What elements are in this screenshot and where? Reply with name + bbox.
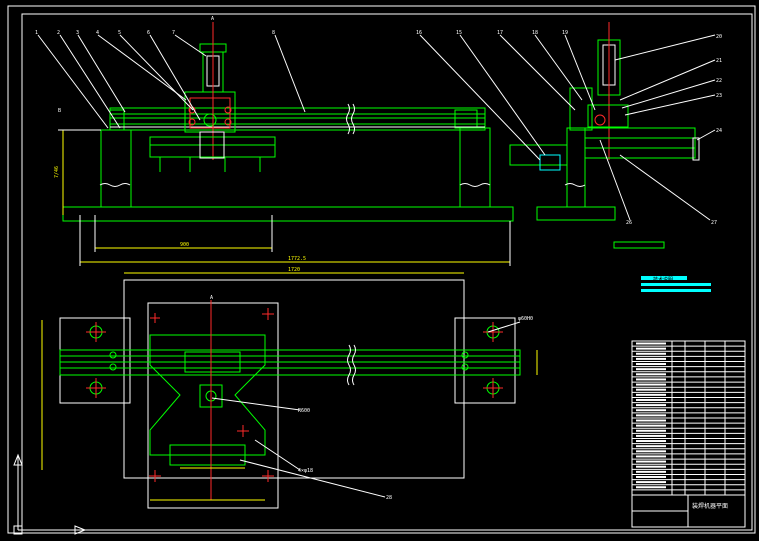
svg-text:19: 19 [562,30,568,36]
svg-text:1: 1 [35,30,38,36]
svg-text:6: 6 [147,30,150,36]
title-block-row-text [636,481,666,484]
svg-text:24: 24 [716,128,722,134]
top-dim-holes: 4×φ18 [298,468,313,474]
title-block-row-text [636,352,666,355]
top-dim-phi: φ60H0 [518,316,533,322]
svg-text:17: 17 [497,30,503,36]
side-column [566,127,586,208]
outer-border [7,5,756,534]
svg-text:18: 18 [532,30,538,36]
base-beam [62,206,514,222]
svg-text:26: 26 [626,220,632,226]
svg-text:4: 4 [96,30,99,36]
title-block-row-text [636,393,666,396]
title-block-row-text [636,450,666,453]
title-block-row-text [636,470,666,473]
svg-text:8: 8 [272,30,275,36]
title-block-row-text [636,398,666,401]
title-block-row-text [636,388,666,391]
side-base [536,206,616,221]
title-block-row-text [636,419,666,422]
front-view: 7/46 900 1772.5 1 2 3 4 5 6 7 8 A B [35,16,514,266]
svg-text:27: 27 [711,220,717,226]
title-block-row-text [636,445,666,448]
front-height-dim: 7/46 [54,166,60,178]
title-block-row-text [636,465,666,468]
top-view: 1720 A φ60H0 R600 4×φ18 28 [41,267,538,509]
svg-text:5: 5 [118,30,121,36]
title-block-row-text [636,475,666,478]
svg-text:7: 7 [172,30,175,36]
title-block-row-text [636,486,666,489]
title-block-row-text [636,409,666,412]
svg-text:20: 20 [716,34,722,40]
title-block-row-text [636,378,666,381]
top-leader-no: 28 [386,495,392,501]
left-column [100,129,132,208]
title-block-row-text [636,347,666,350]
right-column [459,127,491,208]
svg-text:21: 21 [716,58,722,64]
title-block-row-text [636,357,666,360]
svg-text:15: 15 [456,30,462,36]
side-arm [584,127,696,159]
title-block-name: 装焊机器平面 [692,502,728,510]
title-block-row-text [636,363,666,366]
title-block-row-text [636,434,666,437]
rotary-table [149,334,266,456]
title-block-row-text [636,368,666,371]
front-width-dim: 900 [180,242,189,248]
top-rail [109,107,486,131]
title-block-row-text [636,414,666,417]
title-block-row-text [636,424,666,427]
title-block-row-text [636,404,666,407]
title-block-row-text [636,429,666,432]
tech-req-title: 技术说明 [653,276,673,283]
top-view-label: A [210,295,213,301]
svg-text:22: 22 [716,78,722,84]
side-view: 16 15 17 18 19 20 21 22 23 24 27 26 技术说明 [416,22,722,292]
top-overall-dim: 1720 [288,267,300,273]
front-label-a: A [211,16,214,22]
title-block-row-text [636,455,666,458]
title-block-row-text [636,383,666,386]
title-block-row-text [636,342,666,345]
title-block-row-text [636,440,666,443]
svg-text:16: 16 [416,30,422,36]
ucs-icon [13,453,87,535]
svg-text:2: 2 [57,30,60,36]
title-block-row-text [636,460,666,463]
top-outer-rect [123,279,465,479]
svg-text:3: 3 [76,30,79,36]
top-dim-r: R600 [298,408,310,414]
worktable [149,136,276,158]
inner-border [21,13,753,531]
front-label-b: B [58,108,61,114]
front-overall-dim: 1772.5 [288,256,306,262]
title-block-row-text [636,373,666,376]
svg-text:23: 23 [716,93,722,99]
title-block: 装焊机器平面 [631,340,746,528]
